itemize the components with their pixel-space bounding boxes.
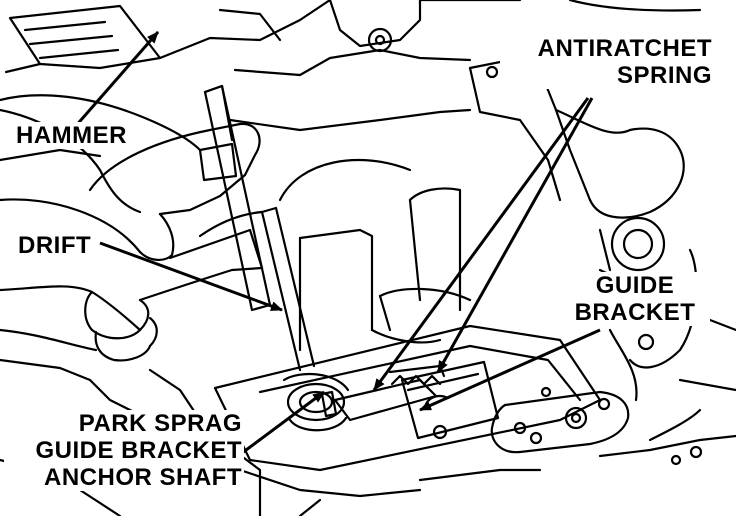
hammer-label: HAMMER	[14, 122, 129, 149]
center-body	[228, 108, 472, 352]
park-sprag-line-1: PARK SPRAG	[78, 410, 242, 437]
park-sprag-line-3: ANCHOR SHAFT	[44, 464, 242, 491]
drift	[260, 206, 316, 372]
antiratchet-spring-label: ANTIRATCHET SPRING	[500, 35, 714, 89]
upper-hand	[0, 94, 202, 261]
antiratchet-leader-b	[436, 97, 594, 373]
antiratchet-leader-a	[372, 97, 590, 391]
drift-label: DRIFT	[16, 232, 94, 259]
park-sprag-line-2: GUIDE BRACKET	[35, 437, 242, 464]
drift-leader	[99, 241, 283, 312]
antiratchet-spring-line-2: SPRING	[616, 62, 712, 89]
park-sprag-label: PARK SPRAG GUIDE BRACKET ANCHOR SHAFT	[4, 410, 244, 491]
guide-bracket-line-2: BRACKET	[574, 299, 696, 326]
guide-bracket-line-1: GUIDE	[595, 272, 675, 299]
guide-bracket-label: GUIDE BRACKET	[560, 272, 710, 326]
antiratchet-spring-line-1: ANTIRATCHET	[537, 35, 712, 62]
bottom-plate	[490, 386, 703, 466]
upper-casting	[4, 0, 702, 77]
lower-hand	[0, 210, 264, 362]
park-sprag-wheel	[282, 373, 350, 432]
guide-bracket-leader	[419, 328, 601, 412]
hammer-leader	[72, 31, 160, 129]
bottom-edges	[238, 468, 542, 518]
park-sprag-leader	[237, 390, 325, 458]
